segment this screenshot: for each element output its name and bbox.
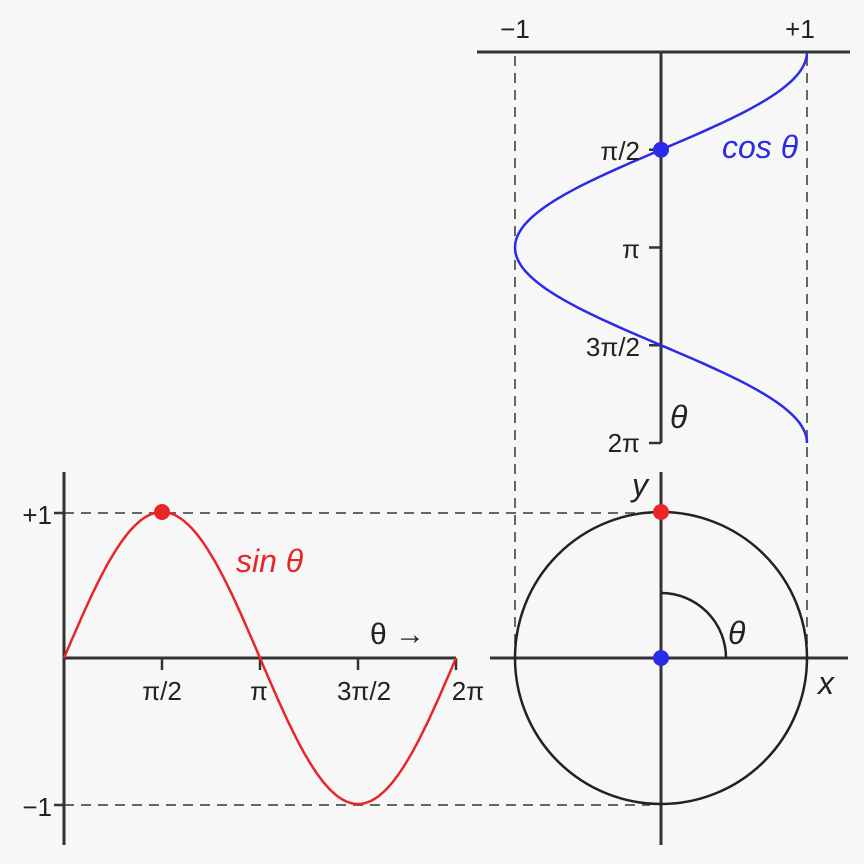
sine-theta-axis-label: θ → — [370, 618, 425, 651]
cos-theta-tick-label: π/2 — [600, 136, 640, 166]
cos-theta-tick-label: 3π/2 — [586, 332, 640, 362]
sine-x-tick-label: π/2 — [142, 676, 182, 706]
circle-y-label: y — [630, 467, 650, 503]
cos-tick-minus1: −1 — [500, 14, 530, 44]
circle-angle-label: θ — [728, 615, 746, 651]
angle-arc — [660, 591, 728, 659]
sine-tick-plus1: +1 — [22, 500, 52, 530]
sine-tick-minus1: −1 — [22, 792, 52, 822]
circle-cos-projection-marker — [652, 650, 669, 666]
sine-label: sin θ — [236, 543, 304, 579]
cosine-label: cos θ — [722, 129, 799, 165]
cosine-point-marker — [652, 141, 669, 158]
sine-curve — [62, 510, 458, 806]
cos-theta-tick-label: π — [622, 234, 640, 264]
sine-point-marker — [154, 504, 171, 520]
sine-x-tick-label: 2π — [452, 676, 484, 706]
cos-theta-tick-label: 2π — [608, 428, 640, 458]
circle-x-label: x — [816, 665, 835, 701]
cos-theta-axis-label: θ — [670, 399, 688, 435]
cosine-curve — [513, 51, 809, 444]
cos-tick-plus1: +1 — [785, 14, 815, 44]
sine-x-tick-label: π — [250, 676, 268, 706]
sine-x-tick-label: 3π/2 — [337, 676, 391, 706]
circle-point-marker — [652, 504, 669, 520]
